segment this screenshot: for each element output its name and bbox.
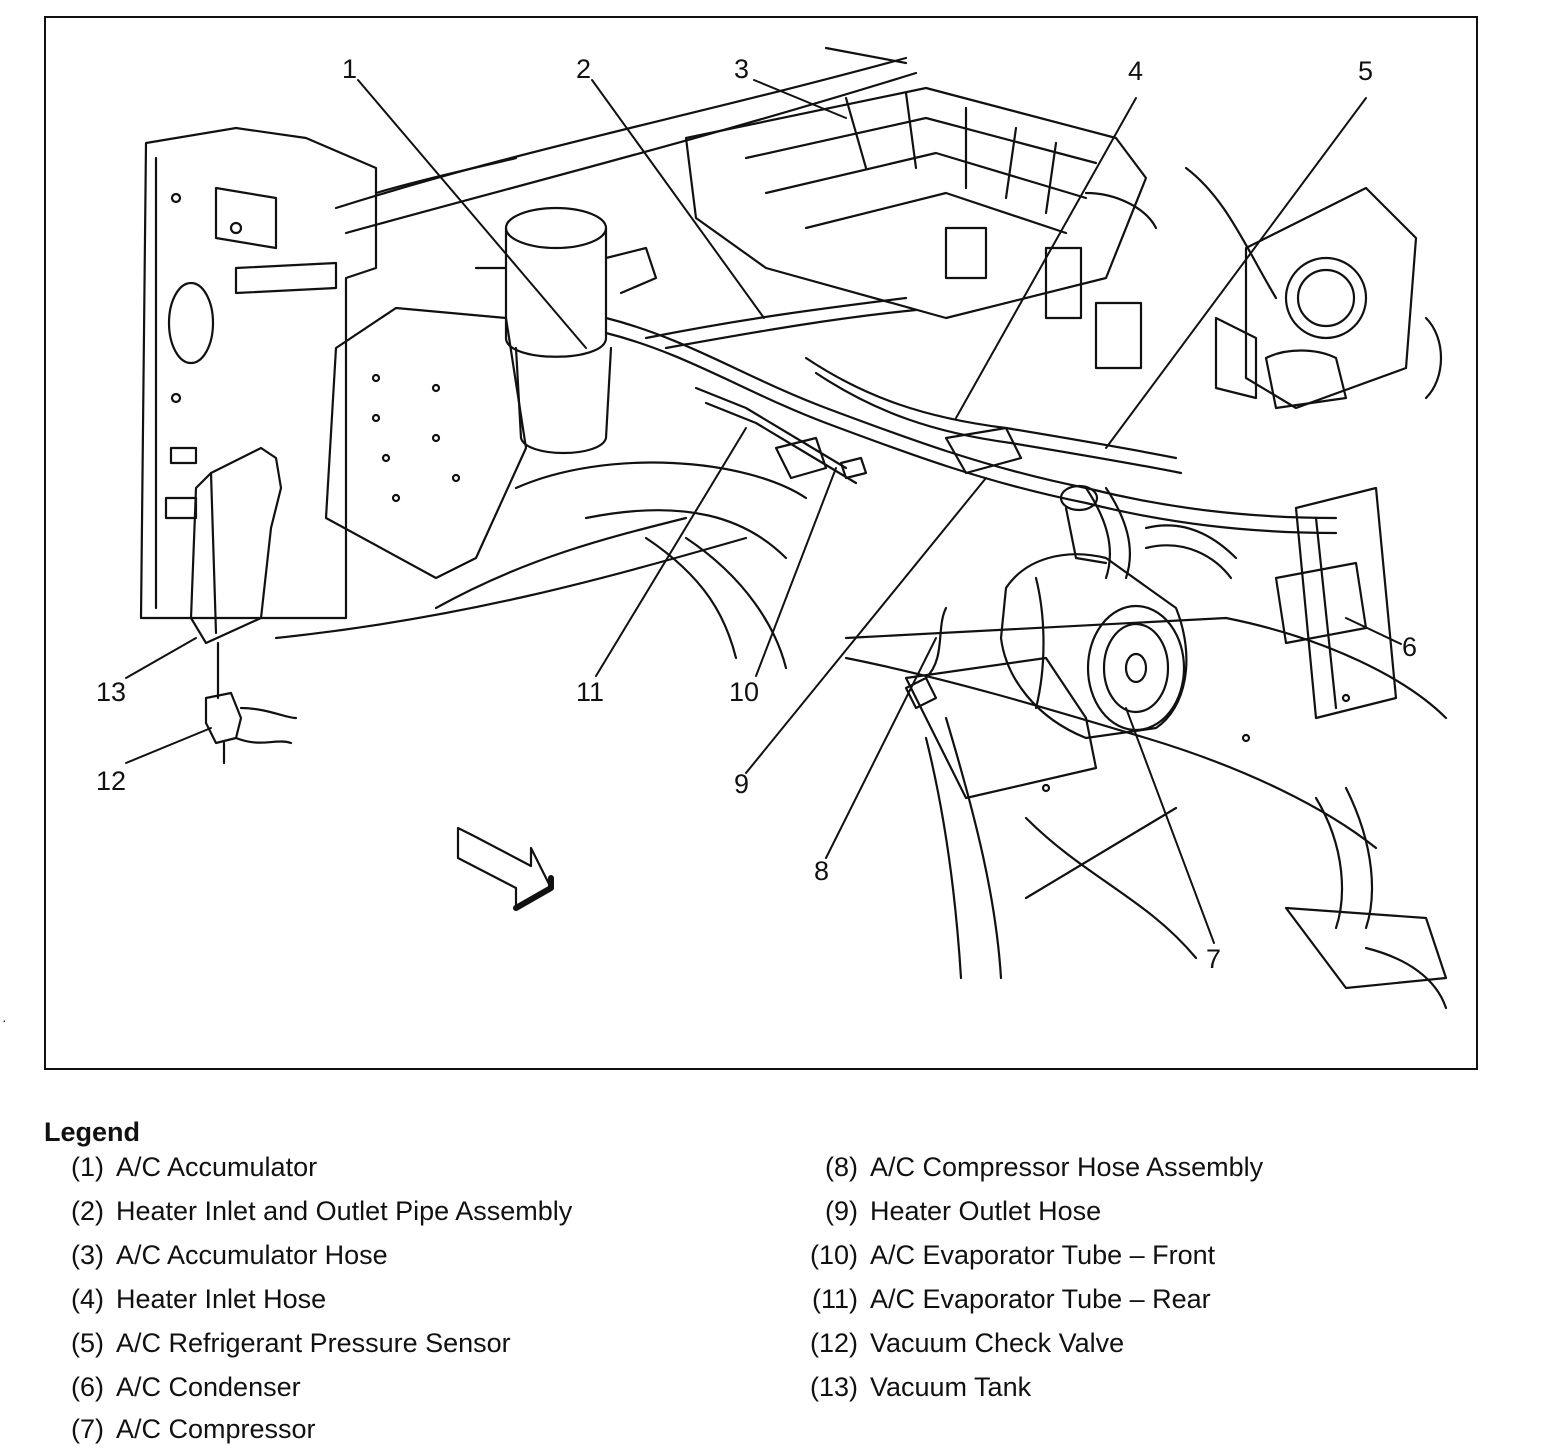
legend-label: A/C Accumulator Hose xyxy=(116,1240,388,1270)
radiator-support-panel xyxy=(139,126,378,620)
evaporator-tubes xyxy=(604,316,1338,535)
legend-label: Vacuum Tank xyxy=(870,1372,1032,1402)
legend-item: (3) A/C Accumulator Hose xyxy=(52,1240,388,1271)
callout-10: 10 xyxy=(729,677,759,707)
legend-item: (6) A/C Condenser xyxy=(52,1372,301,1403)
callout-11: 11 xyxy=(576,677,604,707)
callout-4: 4 xyxy=(1128,56,1143,86)
legend-number: (8) xyxy=(825,1152,858,1182)
callout-6: 6 xyxy=(1402,632,1417,662)
engine-top xyxy=(684,86,1278,370)
leader-lines xyxy=(125,79,1402,944)
ac-condenser xyxy=(1274,486,1448,1010)
upper-fender-edge xyxy=(334,46,918,235)
legend-item: (8) A/C Compressor Hose Assembly xyxy=(806,1152,1263,1183)
legend-item: (10) A/C Evaporator Tube – Front xyxy=(806,1240,1215,1271)
legend-number: (12) xyxy=(809,1328,858,1358)
vacuum-check-valve xyxy=(204,691,298,765)
legend-label: A/C Compressor Hose Assembly xyxy=(870,1152,1264,1182)
legend-label: A/C Compressor xyxy=(116,1414,316,1444)
legend-number: (5) xyxy=(71,1328,104,1358)
vacuum-tank xyxy=(189,446,283,700)
legend-item: (11) A/C Evaporator Tube – Rear xyxy=(806,1284,1211,1315)
callout-12: 12 xyxy=(96,766,126,796)
legend-number: (3) xyxy=(71,1240,104,1270)
battery-tray xyxy=(324,306,528,580)
legend-number: (13) xyxy=(809,1372,858,1402)
legend-number: (9) xyxy=(825,1196,858,1226)
legend-label: A/C Refrigerant Pressure Sensor xyxy=(116,1328,511,1358)
heater-pipe-assembly xyxy=(644,296,1183,475)
legend-label: Heater Inlet Hose xyxy=(116,1284,327,1314)
callout-8: 8 xyxy=(814,856,829,886)
legend-label: Heater Outlet Hose xyxy=(870,1196,1102,1226)
legend-number: (1) xyxy=(71,1152,104,1182)
legend-title: Legend xyxy=(44,1117,141,1147)
callout-3: 3 xyxy=(734,54,749,84)
engine-bay-illustration: 1 2 3 4 5 6 7 8 9 10 11 12 13 xyxy=(96,46,1448,1010)
legend-item: (1) A/C Accumulator xyxy=(52,1152,317,1183)
legend-number: (7) xyxy=(71,1414,104,1444)
frame-rail xyxy=(844,616,1448,900)
legend-number: (6) xyxy=(71,1372,104,1402)
stray-scan-mark: · xyxy=(2,1012,7,1028)
legend-number: (4) xyxy=(71,1284,104,1314)
legend-item: (12) Vacuum Check Valve xyxy=(806,1328,1124,1359)
callout-labels: 1 2 3 4 5 6 7 8 9 10 11 12 13 xyxy=(96,54,1417,974)
legend-number: (2) xyxy=(71,1196,104,1226)
legend-item: (7) A/C Compressor xyxy=(52,1414,316,1445)
fender-curves xyxy=(274,461,1198,980)
callout-1: 1 xyxy=(342,54,357,84)
legend-label: Vacuum Check Valve xyxy=(870,1328,1125,1358)
legend-item: (9) Heater Outlet Hose xyxy=(806,1196,1101,1227)
front-direction-arrow xyxy=(456,826,554,911)
legend-label: A/C Evaporator Tube – Rear xyxy=(870,1284,1211,1314)
heater-hoses xyxy=(1144,524,1238,580)
legend-label: Heater Inlet and Outlet Pipe Assembly xyxy=(116,1196,573,1226)
ac-accumulator xyxy=(474,206,658,454)
callout-7: 7 xyxy=(1206,944,1221,974)
throttle-body xyxy=(1214,186,1443,410)
legend-label: A/C Condenser xyxy=(116,1372,301,1402)
legend-item: (13) Vacuum Tank xyxy=(806,1372,1031,1403)
legend-label: A/C Evaporator Tube – Front xyxy=(870,1240,1216,1270)
ac-compressor xyxy=(999,553,1188,740)
callout-5: 5 xyxy=(1358,56,1373,86)
compressor-hose-assembly xyxy=(904,484,1131,710)
legend-number: (10) xyxy=(809,1240,858,1270)
legend-item: (2) Heater Inlet and Outlet Pipe Assembly xyxy=(52,1196,572,1227)
legend-item: (5) A/C Refrigerant Pressure Sensor xyxy=(52,1328,511,1359)
legend-item: (4) Heater Inlet Hose xyxy=(52,1284,326,1315)
callout-9: 9 xyxy=(734,769,749,799)
legend-number: (11) xyxy=(811,1284,858,1314)
engine-diagram-frame: 1 2 3 4 5 6 7 8 9 10 11 12 13 xyxy=(44,16,1478,1070)
callout-2: 2 xyxy=(576,54,591,84)
callout-13: 13 xyxy=(96,677,126,707)
legend-label: A/C Accumulator xyxy=(116,1152,318,1182)
